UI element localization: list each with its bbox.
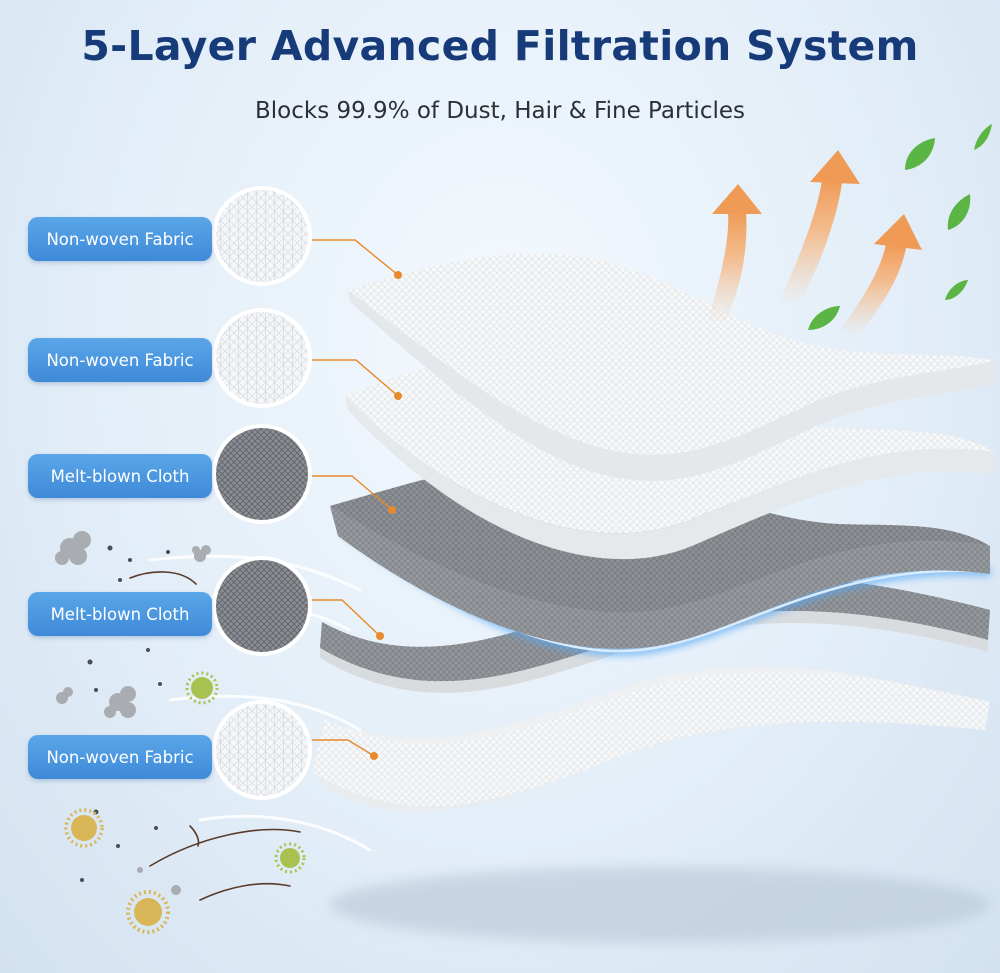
dust-particle-icon	[55, 531, 211, 895]
sheet-1	[348, 253, 995, 481]
fine-particles	[80, 545, 170, 882]
layer-label-5: Non-woven Fabric	[28, 735, 212, 779]
leader-lines	[312, 239, 399, 757]
pollen-icon	[64, 671, 306, 934]
layer-label-3: Melt-blown Cloth	[28, 454, 212, 498]
airflow-arrow-icon	[708, 150, 922, 336]
leader-dots	[370, 271, 402, 760]
page-title: 5-Layer Advanced Filtration System	[81, 22, 919, 70]
hair-strand-icon	[129, 571, 301, 901]
fiber-disc-1	[212, 186, 312, 286]
leaf-icon	[808, 124, 992, 330]
layer-label-4: Melt-blown Cloth	[28, 592, 212, 636]
sheet-5	[312, 666, 990, 812]
page-subtitle: Blocks 99.9% of Dust, Hair & Fine Partic…	[254, 98, 745, 124]
fiber-disc-2	[212, 308, 312, 408]
layer-label-2: Non-woven Fabric	[28, 338, 212, 382]
fiber-disc-4	[212, 556, 312, 656]
fiber-disc-5	[212, 700, 312, 800]
layer-label-1: Non-woven Fabric	[28, 217, 212, 261]
fiber-disc-3	[212, 424, 312, 524]
